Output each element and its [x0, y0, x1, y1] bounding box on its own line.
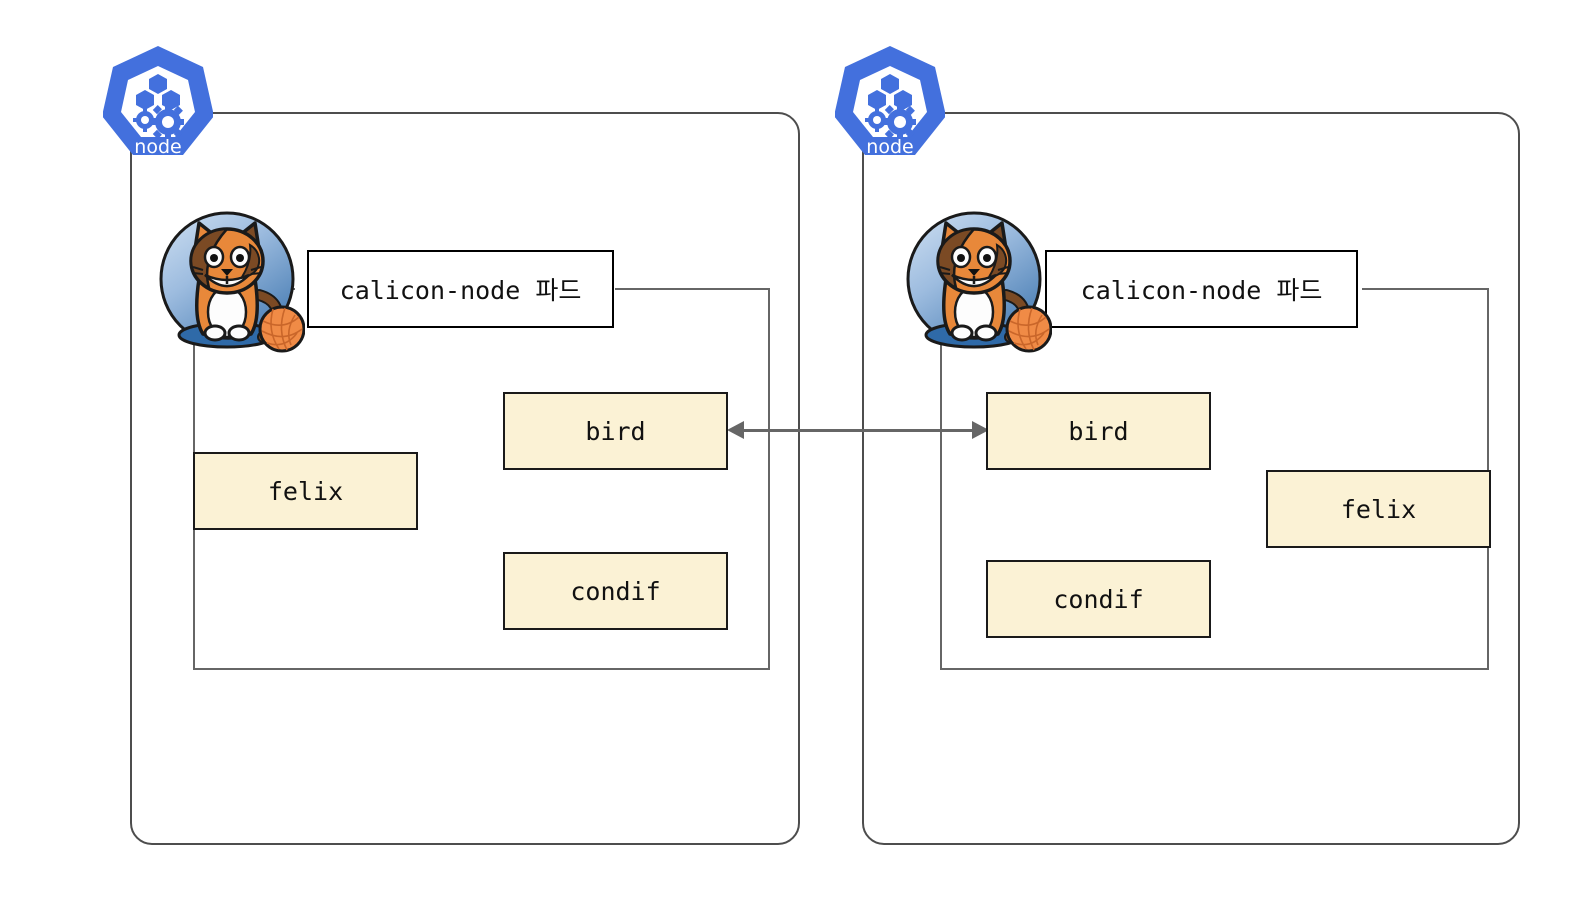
- component-box-bird-right[interactable]: bird: [986, 392, 1211, 470]
- component-box-condif-left[interactable]: condif: [503, 552, 728, 630]
- bgp-peer-connector-line: [735, 429, 980, 432]
- bgp-peer-arrowhead-left: [727, 421, 744, 439]
- component-box-bird-left[interactable]: bird: [503, 392, 728, 470]
- bgp-peer-arrowhead-right: [972, 421, 989, 439]
- component-box-felix-left[interactable]: felix: [193, 452, 418, 530]
- pod-label-right: calicon-node 파드: [1045, 250, 1358, 328]
- node-container-left: [130, 112, 800, 845]
- calico-cat-icon: [155, 205, 305, 355]
- component-box-condif-right[interactable]: condif: [986, 560, 1211, 638]
- calico-cat-icon: [902, 205, 1052, 355]
- node-container-right: [862, 112, 1520, 845]
- pod-label-left: calicon-node 파드: [307, 250, 614, 328]
- component-box-felix-right[interactable]: felix: [1266, 470, 1491, 548]
- kubernetes-node-icon: node: [835, 44, 945, 166]
- kubernetes-node-icon: node: [103, 44, 213, 166]
